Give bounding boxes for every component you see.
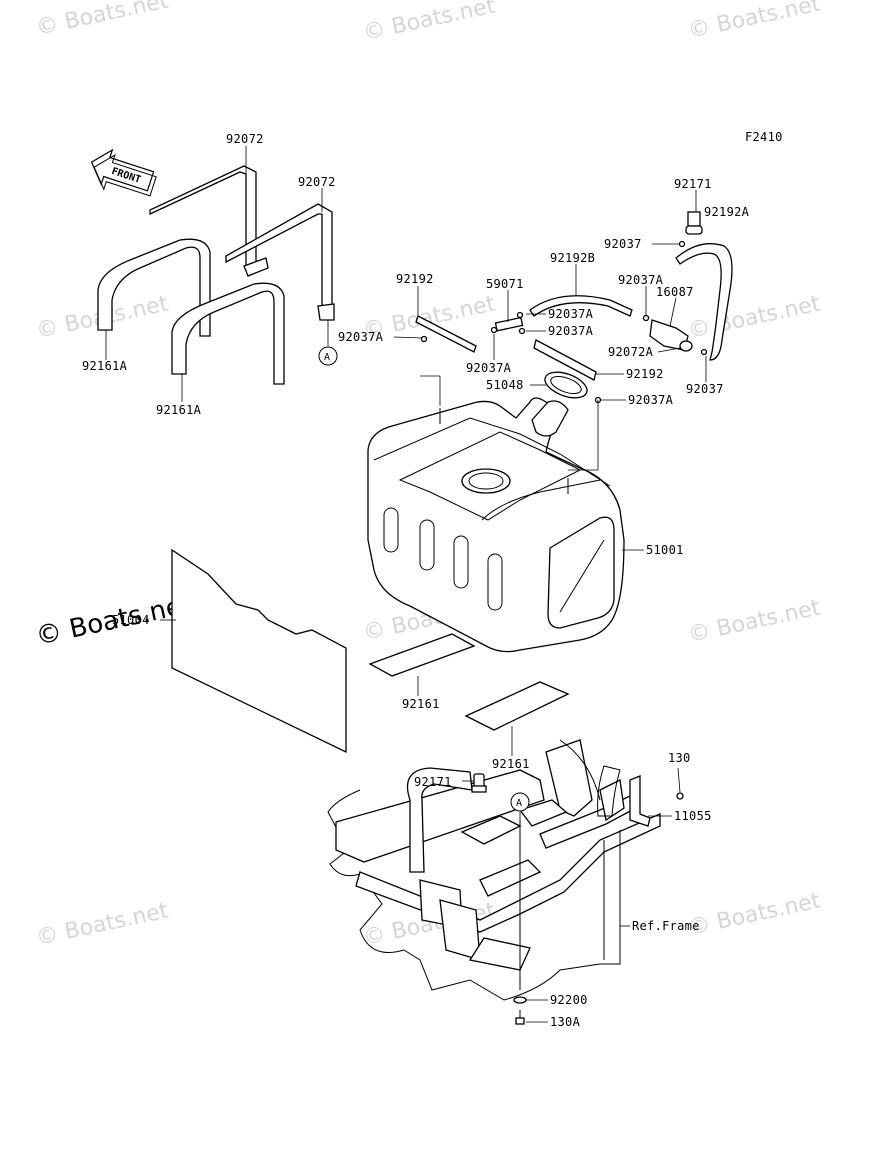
callout-92192: 92192 [396,272,434,286]
callout-92037A-4: 92037A [618,273,664,287]
ref-marker-A-bottom-label: A [516,798,522,809]
watermark-text: © Boats.net [686,291,823,343]
callout-92072-a: 92072 [226,132,264,146]
bolt-130A [515,1010,525,1025]
hose-92192B [529,295,633,317]
tank-strap-92072-left [149,165,269,277]
callout-92171-top: 92171 [674,177,712,191]
callout-labels: 92072 92072 92161A 92161A 92192 92037A 5… [82,132,750,1029]
callout-92072A: 92072A [608,345,654,359]
callout-92192-b: 92192 [626,367,664,381]
washer-92200 [513,996,527,1004]
pad-92161-a [368,633,476,677]
callout-92171-bottom: 92171 [414,775,452,789]
leader-lines [105,146,707,1023]
hose-92192A [675,243,733,361]
callout-92161-b: 92161 [492,757,530,771]
bracket-11055 [629,775,684,827]
callout-59071: 59071 [486,277,524,291]
rubber-pad-92161A-right [171,282,285,385]
rubber-pad-92161A-left [97,238,211,337]
fuel-cap-51048 [544,371,588,399]
callout-16087: 16087 [656,285,694,299]
callout-92037A-1: 92037A [548,307,594,321]
callout-92192A: 92192A [704,205,750,219]
callout-51004: 51004 [112,613,150,627]
callout-130A: 130A [550,1015,581,1029]
watermark-text: © Boats.net [361,0,498,46]
tank-strap-92072-right [225,203,335,321]
callout-11055: 11055 [674,809,712,823]
clip-92171-bottom [471,773,487,793]
callout-92161A-b: 92161A [156,403,202,417]
callout-92200: 92200 [550,993,588,1007]
figure-code: F2410 [745,130,783,144]
callout-92037A-5: 92037A [628,393,674,407]
ref-marker-A-bottom: A [510,792,530,812]
hose-92192 [415,315,477,353]
callout-51048: 51048 [486,378,524,392]
front-arrow-icon: FRONT [90,148,157,197]
callout-92161A-a: 92161A [82,359,128,373]
ref-marker-A-top-label: A [324,352,330,363]
callout-92037A-3: 92037A [466,361,512,375]
joint-59071 [494,316,524,332]
hose-92192-lower [533,339,597,381]
watermark-text: © Boats.net [686,888,823,940]
callout-92192B: 92192B [550,251,595,265]
callout-92072-b: 92072 [298,175,336,189]
valve-92171-top [685,211,703,235]
callout-ref-frame: Ref.Frame [632,919,700,933]
callout-51001: 51001 [646,543,684,557]
callout-130: 130 [668,751,691,765]
pad-92161-b [464,681,570,731]
callout-92161-a: 92161 [402,697,440,711]
clamps [420,240,708,404]
callout-92037-a: 92037 [604,237,642,251]
valve-16087 [649,319,693,352]
watermark-text: © Boats.net [686,0,823,44]
watermark-text: © Boats.net [686,595,823,647]
vehicle-frame-ref [327,739,661,1001]
ref-marker-A-top: A [318,346,338,366]
callout-92037A-left: 92037A [338,330,384,344]
heat-shield-51004 [171,548,347,754]
callout-92037-b: 92037 [686,382,724,396]
watermark-text: © Boats.net [34,0,171,41]
fuel-tank-51001 [367,397,625,653]
watermark-text: © Boats.net [34,898,171,950]
callout-92037A-2: 92037A [548,324,594,338]
